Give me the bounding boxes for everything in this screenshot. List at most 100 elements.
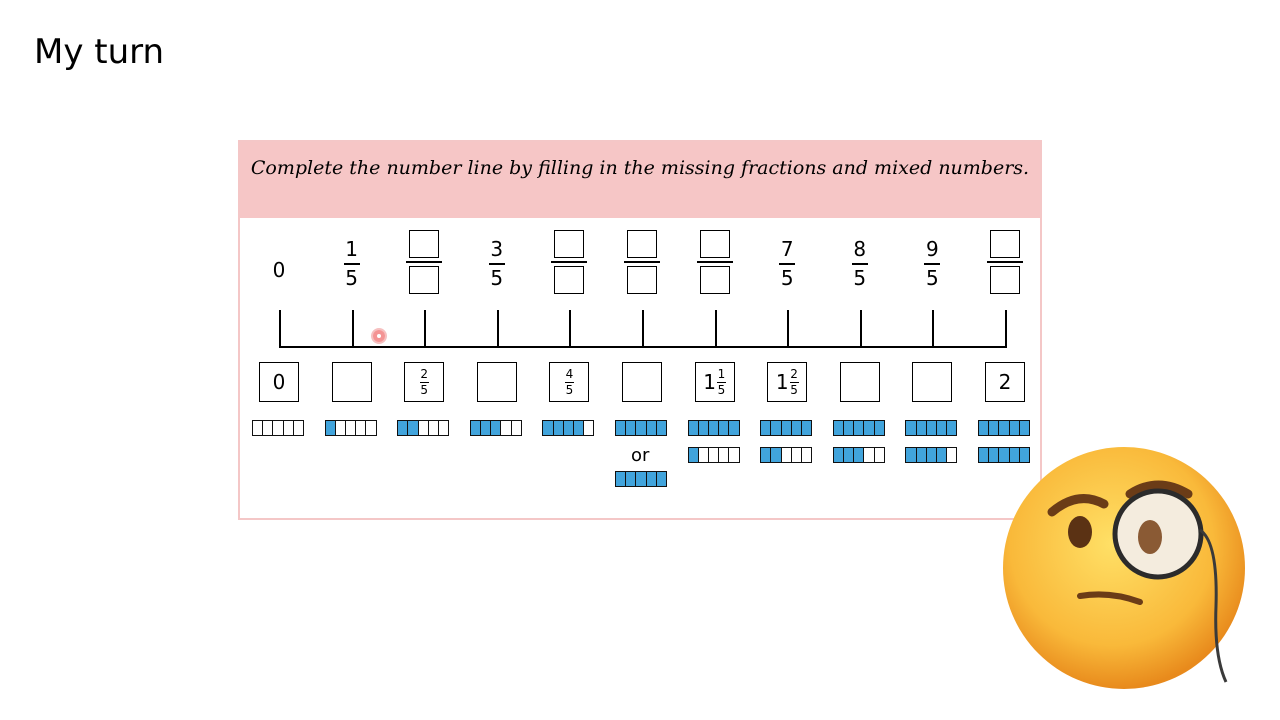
answer-box: 0 xyxy=(259,362,299,402)
bar-cell xyxy=(398,421,409,435)
number-line-tick xyxy=(569,310,572,348)
denominator-input[interactable] xyxy=(627,266,657,294)
answer-box[interactable] xyxy=(912,362,953,402)
bar-cell xyxy=(989,421,1000,435)
bar-cell xyxy=(782,448,792,462)
fraction-bar xyxy=(851,263,868,265)
denominator: 5 xyxy=(717,382,726,397)
bar-cell xyxy=(626,421,637,435)
number-line-tick xyxy=(642,310,644,348)
bar-cell xyxy=(947,448,956,462)
bar-cell xyxy=(253,421,264,435)
bar-cell xyxy=(937,421,948,435)
denominator: 5 xyxy=(420,382,428,397)
fraction-bar-model xyxy=(978,447,1030,463)
bar-cell xyxy=(636,472,647,486)
bar-cell xyxy=(656,421,667,435)
bar-cell xyxy=(864,448,875,462)
bar-cell xyxy=(563,421,574,435)
answer-box[interactable] xyxy=(476,362,517,402)
fraction-bar xyxy=(406,261,443,263)
fraction-bar-model xyxy=(469,420,522,436)
fraction-bar-model xyxy=(397,420,450,436)
numerator-input[interactable] xyxy=(627,230,657,258)
bar-cell xyxy=(844,421,855,435)
answer-box[interactable] xyxy=(622,362,662,402)
numerator-input[interactable] xyxy=(990,230,1020,258)
bar-cell xyxy=(833,448,844,462)
numerator: 9 xyxy=(926,237,939,261)
numerator: 2 xyxy=(420,366,428,381)
number-line-tick xyxy=(932,310,935,348)
bar-cell xyxy=(719,421,730,435)
bar-cell xyxy=(1009,421,1020,435)
denominator-input[interactable] xyxy=(990,266,1020,294)
bar-cell xyxy=(937,448,948,462)
or-label: or xyxy=(631,445,650,466)
instruction-banner: Complete the number line by filling in t… xyxy=(240,142,1040,218)
fraction-bar-model xyxy=(615,420,667,436)
fraction-bar-model xyxy=(760,420,813,436)
fraction-bar-model xyxy=(324,420,377,436)
bar-cell xyxy=(989,448,1000,462)
denominator: 5 xyxy=(780,266,794,290)
bar-cell xyxy=(833,421,844,435)
instruction-text: Complete the number line by filling in t… xyxy=(250,157,1030,179)
bar-cell xyxy=(481,421,492,435)
number-line-tick xyxy=(714,310,717,348)
bar-cell xyxy=(709,421,720,435)
answer-box[interactable] xyxy=(839,362,880,402)
answer-box[interactable] xyxy=(331,362,372,402)
denominator: 5 xyxy=(926,266,939,290)
denominator-input[interactable] xyxy=(699,266,730,294)
numerator-input[interactable] xyxy=(699,230,730,258)
bar-cell xyxy=(864,421,875,435)
bar-cell xyxy=(688,448,699,462)
bar-cell xyxy=(491,421,502,435)
bar-cell xyxy=(781,421,792,435)
number-line-tick xyxy=(279,310,281,348)
fraction-bar-model xyxy=(252,420,304,436)
bar-cell xyxy=(366,421,375,435)
blank-fraction xyxy=(622,230,662,294)
bar-cell xyxy=(543,421,554,435)
whole-part: 1 xyxy=(703,370,716,394)
denominator-input[interactable] xyxy=(554,266,585,294)
bar-cell xyxy=(844,448,855,462)
bar-cell xyxy=(926,448,937,462)
fraction-bar-model xyxy=(832,420,885,436)
fraction-bar xyxy=(564,381,574,383)
face-with-monocle-icon xyxy=(1003,447,1245,689)
fraction-bar xyxy=(924,263,941,265)
bar-cell xyxy=(626,472,637,486)
bar-cell xyxy=(294,421,303,435)
denominator-input[interactable] xyxy=(409,266,440,294)
bar-cell xyxy=(874,421,884,435)
bar-cell xyxy=(553,421,564,435)
bar-cell xyxy=(906,448,917,462)
number-line-tick xyxy=(351,310,354,348)
fraction-bar xyxy=(789,381,799,383)
pointer-dot-icon xyxy=(373,330,385,342)
bar-cell xyxy=(336,421,346,435)
numerator: 2 xyxy=(790,366,798,381)
bar-cell xyxy=(999,421,1010,435)
bar-cell xyxy=(854,421,865,435)
numerator-input[interactable] xyxy=(409,230,440,258)
bar-cell xyxy=(688,421,699,435)
number-line-tick xyxy=(496,310,499,348)
number-line-card: Complete the number line by filling in t… xyxy=(238,140,1042,520)
numerator-input[interactable] xyxy=(554,230,585,258)
bar-cell xyxy=(999,448,1010,462)
numerator: 8 xyxy=(853,237,867,261)
slide-title: My turn xyxy=(34,32,165,72)
bar-cell xyxy=(263,421,274,435)
